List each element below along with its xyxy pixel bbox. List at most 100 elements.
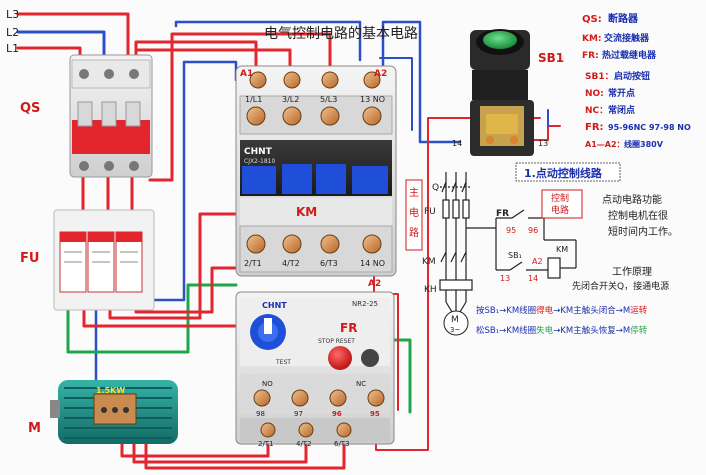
fr-bottom-terminal-3: 6/T3 [334, 440, 350, 448]
legend-coil-key: A1—A2： [585, 140, 625, 149]
fr-no: NO [262, 380, 273, 388]
press-a: 按SB₁→KM线圈 [476, 305, 536, 316]
schematic-km-coil: KM [556, 245, 568, 254]
schematic-fr: FR [496, 209, 509, 219]
fr-brand: CHNT [262, 301, 287, 310]
wire-l3 [16, 12, 130, 62]
wire-ctrl-blue-1 [174, 20, 362, 62]
km-contactor-labels: A1 A2 1/L1 3/L2 5/L3 13 NO CHNT CJX2-181… [240, 69, 387, 289]
schematic-kh: KH [424, 285, 437, 295]
legend-qs-key: QS: [582, 14, 602, 25]
release-b: 失电 [536, 325, 554, 336]
fu-label: FU [20, 251, 39, 266]
legend-km-text: 交流接触器 [604, 32, 650, 44]
schematic-a2: A2 [532, 257, 543, 266]
legend-coil-text: 线圈380V [624, 139, 664, 149]
legend-fr-key: FR: [582, 51, 599, 61]
release-d: 停转 [630, 325, 648, 336]
km-contactor[interactable] [235, 65, 397, 277]
sb1-terminal-13: 13 [538, 139, 548, 148]
legend-sb1-text: 启动按钮 [614, 70, 650, 82]
schematic-principle-title: 工作原理 [612, 266, 652, 278]
qs-label: QS [20, 101, 40, 116]
fr-terminal-97: 97 [294, 410, 303, 418]
release-c: →KM主触头恢复→M [553, 325, 630, 336]
legend-fr-text: 热过载继电器 [602, 49, 657, 61]
schematic-principle-line: 先闭合开关Q，接通电源 [572, 280, 669, 292]
legend-fr-contacts-text: 95-96NC 97-98 NO [608, 123, 691, 132]
km-bottom-terminal-3: 6/T3 [320, 259, 338, 268]
wire-motor-3 [144, 424, 346, 470]
km-brand: CHNT [244, 147, 273, 157]
sb1-label: SB1 [538, 51, 564, 65]
wire-qs-km-l3 [148, 32, 332, 182]
motor[interactable] [50, 380, 178, 444]
wire-sb1-13 [533, 125, 561, 141]
fr-label: FR [340, 321, 357, 335]
schematic-release-line: 松SB₁→KM线圈失电→KM主触头恢复→M停转 [476, 325, 648, 336]
sb1-push-button[interactable] [470, 29, 534, 156]
fr-stop-reset: STOP RESET [318, 338, 355, 345]
fr-terminal-95: 95 [370, 410, 380, 418]
legend-no-key: NO: [585, 89, 604, 99]
wire-fu-out-2 [108, 212, 238, 320]
fr-nc: NC [356, 380, 366, 388]
schematic-function-title: 点动电路功能 [602, 193, 662, 206]
schematic-q: Q [432, 183, 439, 193]
km-bottom-terminal-4: 14 NO [360, 259, 385, 268]
legend-no-text: 常开点 [608, 87, 635, 99]
legend-fr-contacts-key: FR: [585, 122, 604, 133]
release-a: 松SB₁→KM线圈 [476, 325, 536, 336]
schematic-fu: FU [424, 207, 436, 217]
km-a2-lower-label: A2 [368, 279, 381, 289]
km-bottom-terminal-1: 2/T1 [244, 259, 262, 268]
legend-km-key: KM: [582, 34, 602, 44]
schematic-control-circuit: 控制电路 [551, 192, 569, 216]
schematic-96: 96 [528, 226, 538, 235]
fr-bottom-terminal-1: 2/T1 [258, 440, 274, 448]
sb1-terminal-14: 14 [452, 139, 462, 148]
wire-l2 [16, 30, 106, 62]
schematic-main-circuit: 主电路 [409, 187, 419, 239]
legend-sb1-key: SB1： [585, 72, 614, 82]
press-d: 运转 [630, 305, 648, 316]
schematic-motor-sub: 3~ [450, 326, 460, 334]
fu-fuse-block[interactable] [53, 209, 155, 311]
phase-l3-label: L3 [6, 8, 19, 21]
press-c: →KM主触头闭合→M [553, 305, 630, 316]
phase-l1-label: L1 [6, 42, 19, 55]
fr-test: TEST [275, 359, 291, 366]
phase-labels: L3 L2 L1 [6, 8, 19, 55]
schematic: 1.点动控制线路 主电路 [405, 162, 678, 336]
wire-qs-km-l2 [134, 48, 292, 82]
km-a1-label: A1 [240, 69, 253, 79]
schematic-14: 14 [528, 274, 538, 283]
schematic-sb1: SB₁ [508, 251, 522, 260]
wire-ctrl-blue-3 [379, 57, 413, 131]
legend-nc-text: 常闭点 [608, 104, 635, 116]
fr-terminal-98: 98 [256, 410, 265, 418]
schematic-section-title: 1.点动控制线路 [524, 166, 603, 180]
schematic-km: KM [422, 257, 436, 267]
phase-l2-label: L2 [6, 26, 19, 39]
motor-label: M [28, 421, 41, 436]
qs-breaker[interactable] [69, 54, 153, 178]
wire-ctrl-blue-a1 [94, 60, 238, 407]
motor-rating: 1.5KW [96, 386, 125, 395]
km-top-terminal-4: 13 NO [360, 95, 385, 104]
fr-terminal-96: 96 [332, 410, 342, 418]
km-model: CJX2-1810 [244, 158, 276, 165]
km-bottom-terminal-2: 4/T2 [282, 259, 300, 268]
legend-qs-text: 断路器 [608, 12, 639, 25]
schematic-press-line: 按SB₁→KM线圈得电→KM主触头闭合→M运转 [476, 305, 648, 316]
schematic-function-line-2: 短时间内工作。 [608, 225, 678, 238]
fr-bottom-terminal-2: 4/T2 [296, 440, 312, 448]
diagram-title: 电气控制电路的基本电路 [264, 25, 418, 42]
legend: QS: 断路器 KM: 交流接触器 FR: 热过载继电器 SB1： 启动按钮 N… [582, 12, 691, 149]
wire-ctrl-blue-2 [381, 20, 462, 144]
fr-relay[interactable] [235, 291, 395, 445]
wire-fu-out-3 [134, 266, 238, 314]
km-label: KM [296, 205, 317, 219]
